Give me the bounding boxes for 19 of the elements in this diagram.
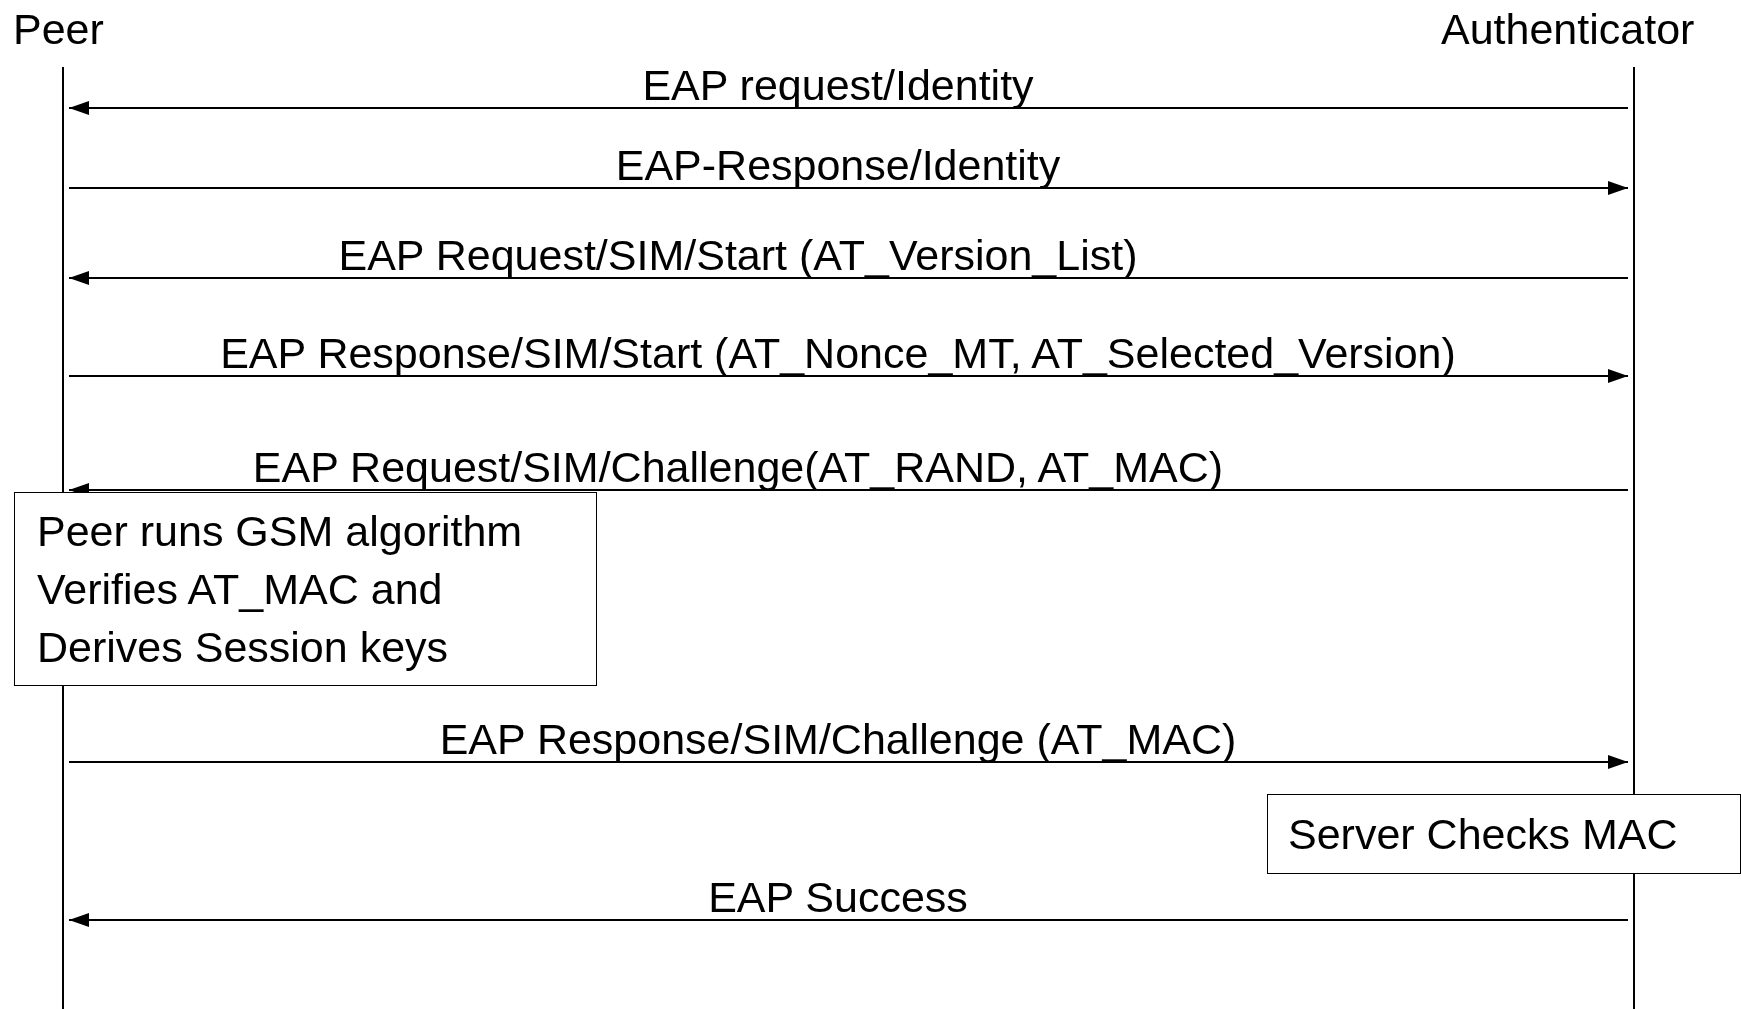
message-arrow — [68, 755, 1629, 769]
edge-label: EAP Success — [708, 874, 968, 920]
message-arrow — [68, 913, 1629, 927]
message-arrow — [68, 271, 1629, 285]
edge-label: EAP Response/SIM/Challenge (AT_MAC) — [439, 716, 1237, 762]
edge-label: EAP Response/SIM/Start (AT_Nonce_MT, AT_Selected_Version) — [220, 330, 1456, 376]
note-box — [14, 492, 597, 686]
edge-label: EAP Request/SIM/Challenge(AT_RAND, AT_MAC) — [252, 444, 1224, 490]
edge-label: EAP-Response/Identity — [615, 142, 1061, 188]
note-text: Server Checks MAC — [1288, 809, 1678, 860]
note-box — [1267, 794, 1741, 874]
edge-label: EAP request/Identity — [642, 62, 1034, 108]
participant-label: Authenticator — [1441, 4, 1695, 54]
message-arrow — [68, 181, 1629, 195]
edge-label: EAP Request/SIM/Start (AT_Version_List) — [338, 232, 1138, 278]
message-arrow — [68, 101, 1629, 115]
message-arrow — [68, 369, 1629, 383]
note-text: Peer runs GSM algorithm Verifies AT_MAC and Derives Session keys — [37, 506, 524, 673]
participant-label: Peer — [13, 4, 104, 54]
